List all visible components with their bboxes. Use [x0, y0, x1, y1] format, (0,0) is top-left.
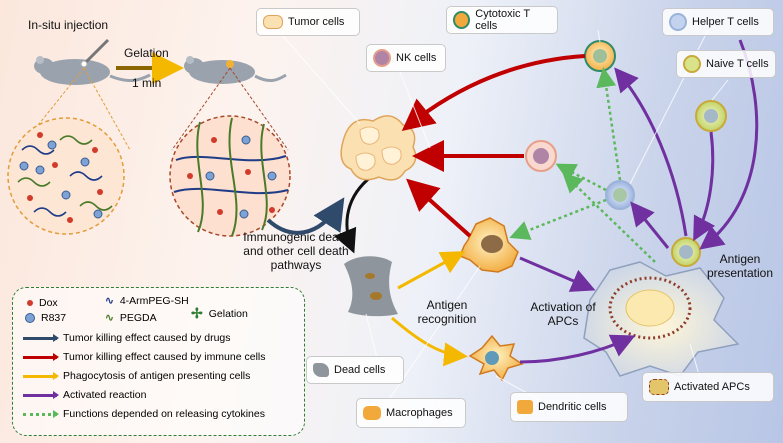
macrophage-cell: [459, 217, 519, 273]
armpeg-wave-icon: ∿: [105, 295, 114, 307]
r837-dot-icon: [25, 313, 35, 323]
nk-label-box: NK cells: [366, 44, 446, 72]
legend-gelation: ✢ Gelation: [191, 305, 248, 321]
dendritic-activation-arrow: [519, 334, 636, 364]
naive-activation-arrow: [693, 131, 716, 242]
drug-kill-arrow: [266, 197, 345, 235]
legend-item-cytokines: Functions depended on releasing cytokine…: [23, 408, 265, 420]
mouse-right-icon: [184, 56, 287, 84]
legend-pegda: ∿ PEGDA: [105, 312, 157, 324]
activated-apcs-label-box: Activated APCs: [642, 372, 774, 402]
dendritic-label-box: Dendritic cells: [510, 392, 628, 422]
gelation-label: Gelation: [124, 46, 169, 60]
apc-cytokine-arrow: [562, 172, 656, 263]
legend-item-activated: Activated reaction: [23, 389, 146, 401]
tumor-cells-label: Tumor cells: [288, 16, 345, 28]
purple-arrow-icon: [23, 390, 59, 399]
cytotoxic-t-cell: [584, 40, 616, 72]
cytokine-to-cytotoxic-arrow: [596, 67, 622, 181]
cytotoxic-kill-arrow: [401, 54, 586, 132]
pegda-wave-icon: ∿: [105, 312, 114, 324]
helper-label-box: Helper T cells: [662, 8, 774, 36]
legend-r837: R837: [25, 312, 66, 324]
yellow-arrow-icon: [23, 371, 59, 380]
naive-t-icon: [683, 55, 701, 73]
immunogenic-death-label: Immunogenic death and other cell death p…: [243, 230, 349, 272]
macrophage-icon: [363, 406, 381, 420]
presenting-t-cell: [671, 237, 701, 267]
dox-dot-icon: [27, 300, 33, 306]
legend-armpeg: ∿ 4-ArmPEG-SH: [105, 295, 189, 307]
cytotoxic-t-icon: [453, 11, 471, 29]
macrophages-label: Macrophages: [386, 407, 453, 419]
dead-cells-label: Dead cells: [334, 364, 386, 376]
tumor-cells-label-box: Tumor cells: [256, 8, 360, 36]
activation-to-cytotoxic-arrow: [614, 67, 688, 237]
green-dashed-arrow-icon: [23, 409, 59, 418]
dead-label-box: Dead cells: [306, 356, 404, 384]
cytotoxic-label-box: Cytotoxic T cells: [446, 6, 558, 34]
tumor-cell-cluster: [340, 115, 417, 181]
mouse-left-icon: [34, 38, 151, 85]
legend-box: Dox ∿ 4-ArmPEG-SH R837 ∿ PEGDA ✢ Gelatio…: [12, 287, 305, 436]
helper-t-icon: [669, 13, 687, 31]
presentation-to-helper-arrow: [630, 201, 670, 249]
cytokine-to-macrophage-arrow: [509, 198, 607, 240]
hydrogel-zoom-circle: [169, 115, 291, 237]
helper-t-label: Helper T cells: [692, 16, 759, 28]
antigen-presentation-label: Antigen presentation: [706, 252, 774, 280]
dead-cell-shape: [344, 256, 398, 317]
activated-apcs-label: Activated APCs: [674, 381, 750, 393]
naive-label-box: Naive T cells: [676, 50, 776, 78]
activated-apc-icon: [649, 379, 669, 395]
legend-item-immune: Tumor killing effect caused by immune ce…: [23, 351, 266, 363]
tumor-cell-icon: [263, 15, 283, 29]
helper-t-cell: [605, 180, 635, 210]
macrophage-kill-arrow: [406, 178, 472, 238]
solution-zoom-circle: [7, 117, 125, 235]
nk-cells-label: NK cells: [396, 52, 437, 64]
antigen-recognition-label: Antigen recognition: [417, 298, 477, 326]
macrophage-activation-arrow: [519, 256, 596, 292]
legend-item-drugs: Tumor killing effect caused by drugs: [23, 332, 231, 344]
cytotoxic-t-label: Cytotoxic T cells: [475, 8, 530, 32]
legend-dox: Dox: [27, 297, 58, 309]
phagocytosis-macrophage-arrow: [397, 251, 466, 290]
nk-cell-icon: [373, 49, 391, 67]
activation-apcs-label: Activation of APCs: [530, 300, 596, 328]
macrophages-label-box: Macrophages: [356, 398, 466, 428]
time-label: 1 min: [132, 76, 162, 90]
nk-cell: [525, 140, 557, 172]
dead-cell-icon: [313, 363, 329, 377]
navy-arrow-icon: [23, 333, 59, 342]
legend-item-phagocytosis: Phagocytosis of antigen presenting cells: [23, 370, 250, 382]
gelation-cross-icon: ✢: [191, 305, 203, 321]
red-arrow-icon: [23, 352, 59, 361]
dendritic-cell: [468, 334, 524, 382]
naive-t-label: Naive T cells: [706, 58, 769, 70]
dendritic-cells-label: Dendritic cells: [538, 401, 607, 413]
death-pathway-arrow: [334, 174, 373, 254]
naive-t-cell: [695, 100, 727, 132]
dendritic-icon: [517, 400, 533, 414]
phagocytosis-dendritic-arrow: [391, 316, 468, 367]
injection-title: In-situ injection: [28, 18, 109, 32]
